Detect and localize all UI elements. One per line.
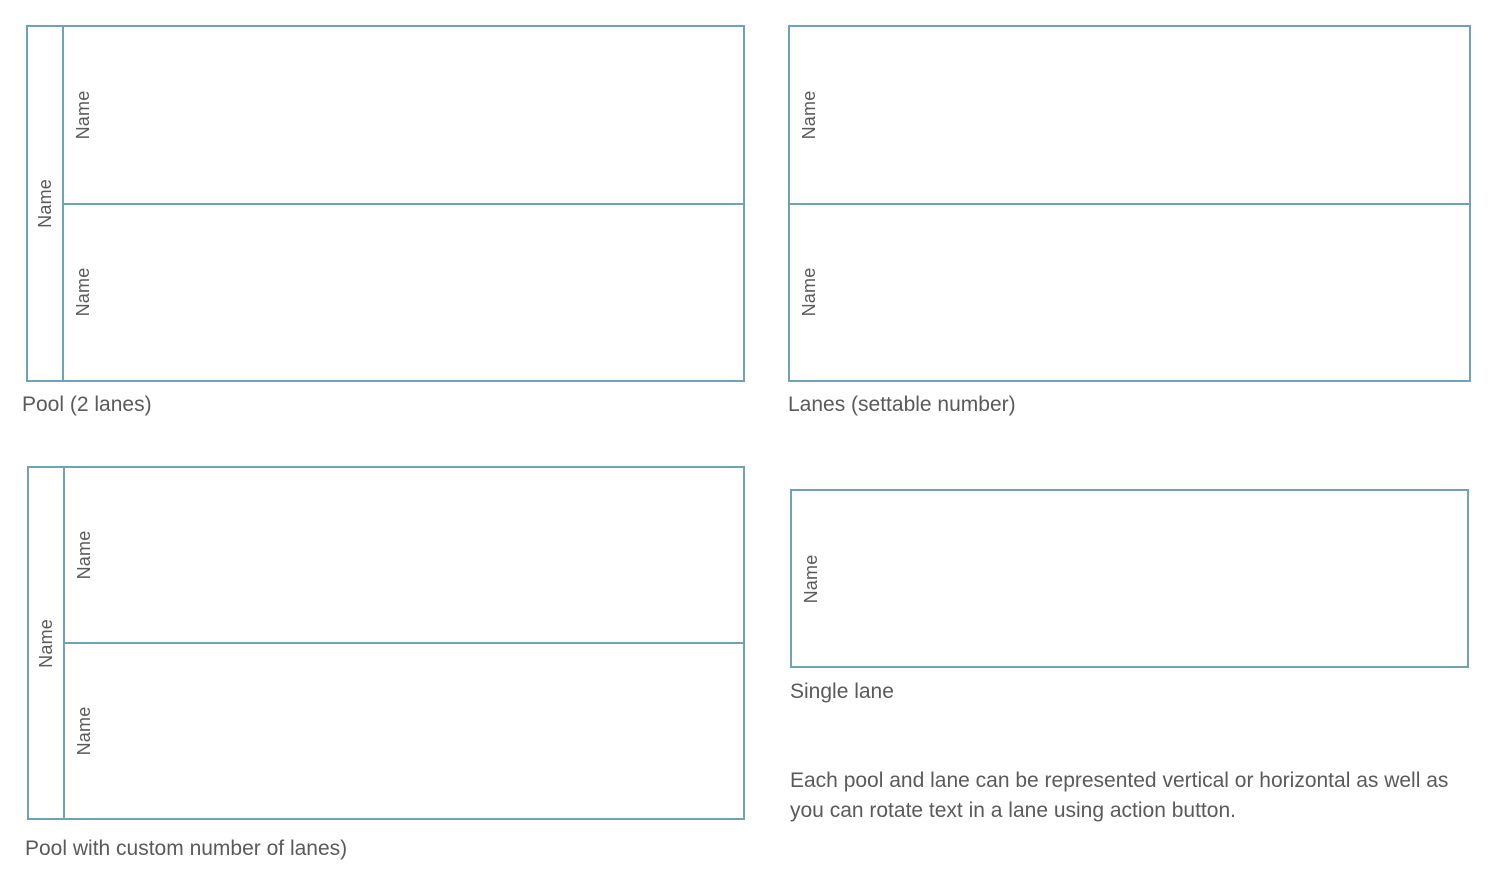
pool-name-label: Name: [36, 618, 56, 668]
lane-name-label: Name: [74, 530, 94, 580]
lane-name-label: Name: [73, 267, 93, 317]
pool-2-lanes-shape[interactable]: Name Name Name: [26, 25, 745, 382]
lane-name-label: Name: [799, 267, 819, 317]
lane-row[interactable]: Name: [64, 202, 743, 380]
lane-row[interactable]: Name: [792, 491, 1467, 666]
caption-single-lane: Single lane: [790, 680, 894, 703]
lane-row[interactable]: Name: [65, 642, 743, 818]
caption-lanes-settable-number: Lanes (settable number): [788, 393, 1016, 416]
lane-stack-single-lane: Name: [792, 491, 1467, 666]
pool-custom-lanes-shape[interactable]: Name Name Name: [27, 466, 745, 820]
lane-stack-pool-2-lanes: Name Name: [64, 27, 743, 380]
lane-name-label: Name: [799, 90, 819, 140]
lane-name-label: Name: [801, 554, 821, 603]
pool-header-pool-custom-lanes[interactable]: Name: [29, 468, 65, 818]
lane-row[interactable]: Name: [64, 27, 743, 203]
pool-header-pool-2-lanes[interactable]: Name: [28, 27, 64, 380]
single-lane-shape[interactable]: Name: [790, 489, 1469, 668]
lane-row[interactable]: Name: [790, 202, 1469, 380]
stencil-note: Each pool and lane can be represented ve…: [790, 769, 1449, 823]
lane-name-label: Name: [73, 90, 93, 140]
pool-name-label: Name: [35, 179, 55, 228]
lanes-settable-number-shape[interactable]: Name Name: [788, 25, 1471, 382]
caption-pool-2-lanes: Pool (2 lanes): [22, 393, 152, 416]
lane-name-label: Name: [74, 706, 94, 756]
lane-stack-pool-custom-lanes: Name Name: [65, 468, 743, 818]
lane-row[interactable]: Name: [65, 468, 743, 642]
lane-stack-lanes-settable-number: Name Name: [790, 27, 1469, 380]
caption-pool-custom-lanes: Pool with custom number of lanes): [25, 837, 348, 860]
lane-row[interactable]: Name: [790, 27, 1469, 203]
